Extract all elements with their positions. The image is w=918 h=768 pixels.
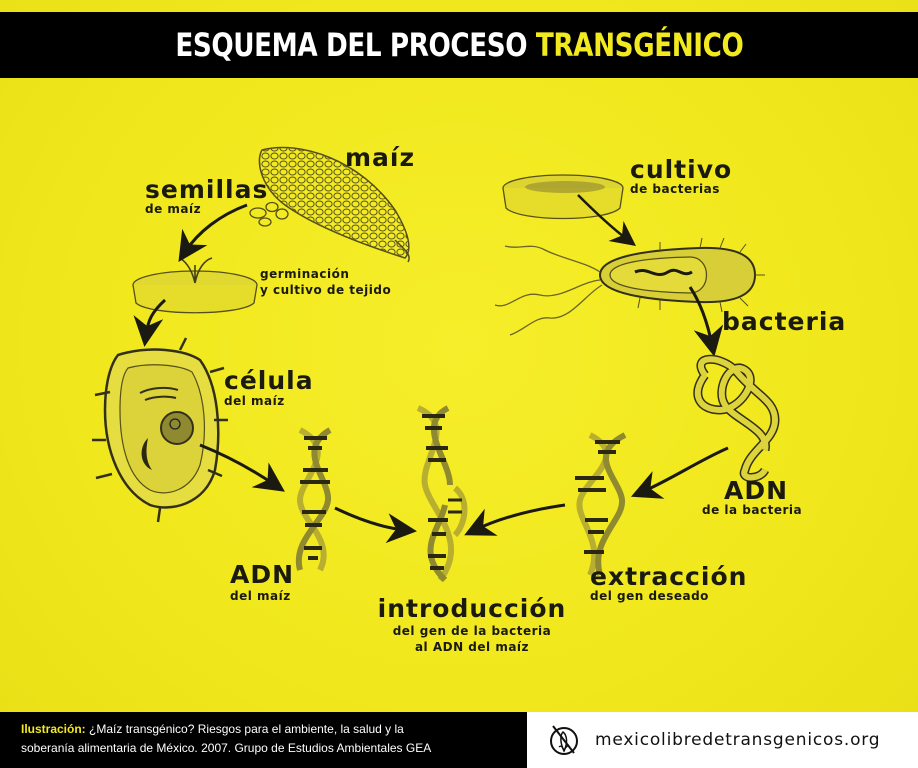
label-germinacion: germinación — [260, 267, 350, 281]
credit-line-1: ¿Maíz transgénico? Riesgos para el ambie… — [85, 722, 404, 736]
arrow-bacterial-dna-to-extraction — [630, 446, 729, 499]
arrow-extraction-to-introduction — [464, 503, 566, 536]
corn-cob-icon — [258, 146, 410, 263]
extracted-gene-dna-helix-icon — [575, 432, 627, 577]
title-yellow-part: TRANSGÉNICO — [535, 26, 744, 64]
label-extraccion: extracción — [590, 562, 748, 591]
site-url[interactable]: mexicolibredetransgenicos.org — [595, 730, 881, 750]
site-branding: mexicolibredetransgenicos.org — [527, 712, 918, 768]
label-bacteria: bacteria — [722, 307, 847, 336]
bacteria-culture-dish-icon — [502, 174, 624, 220]
label-adn-bacteria-sub: de la bacteria — [702, 503, 803, 517]
credit-label: Ilustración: — [21, 722, 86, 736]
label-semillas-sub: de maíz — [145, 202, 202, 216]
title-white-part: ESQUEMA DEL PROCESO — [174, 26, 536, 64]
label-semillas: semillas — [145, 175, 269, 204]
title-bar: ESQUEMA DEL PROCESO TRANSGÉNICO — [0, 12, 918, 78]
label-introduccion-sub2: al ADN del maíz — [414, 640, 530, 654]
arrow-bacteria-to-dna — [688, 286, 724, 357]
label-germinacion-sub: y cultivo de tejido — [260, 283, 392, 297]
no-gmo-corn-icon — [550, 725, 578, 755]
label-celula: célula — [224, 366, 314, 395]
arrow-cell-to-corn-dna — [199, 443, 285, 492]
footer: Ilustración: ¿Maíz transgénico? Riesgos … — [0, 712, 918, 768]
label-adn-maiz: ADN — [230, 560, 295, 589]
petri-dish-sprout-icon — [132, 257, 258, 314]
recombinant-dna-helix-icon — [416, 405, 468, 583]
arrow-culture-to-bacteria — [577, 194, 636, 247]
plant-cell-icon — [92, 337, 228, 523]
corn-dna-helix-icon — [295, 427, 332, 572]
arrow-seeds-to-dish — [178, 203, 248, 263]
arrow-corn-dna-to-introduction — [334, 506, 417, 544]
diagram-illustrations — [92, 146, 780, 583]
label-extraccion-sub: del gen deseado — [590, 589, 709, 603]
corn-seeds-icon — [249, 201, 289, 227]
label-introduccion-sub1: del gen de la bacteria — [392, 624, 552, 638]
bacterial-dna-plasmid-icon — [693, 354, 780, 482]
bacterium-icon — [494, 237, 765, 336]
label-adn-bacteria: ADN — [724, 476, 789, 505]
credit-line-2: soberanía alimentaria de México. 2007. G… — [21, 741, 432, 755]
label-maiz: maíz — [345, 143, 416, 172]
arrow-dish-to-cell — [133, 298, 167, 347]
label-cultivo-sub: de bacterias — [630, 182, 720, 196]
page-title: ESQUEMA DEL PROCESO TRANSGÉNICO — [175, 26, 743, 64]
label-celula-sub: del maíz — [224, 394, 285, 408]
label-adn-maiz-sub: del maíz — [230, 589, 291, 603]
label-introduccion: introducción — [377, 594, 567, 623]
illustration-credit: Ilustración: ¿Maíz transgénico? Riesgos … — [0, 712, 527, 768]
label-cultivo: cultivo — [630, 155, 733, 184]
